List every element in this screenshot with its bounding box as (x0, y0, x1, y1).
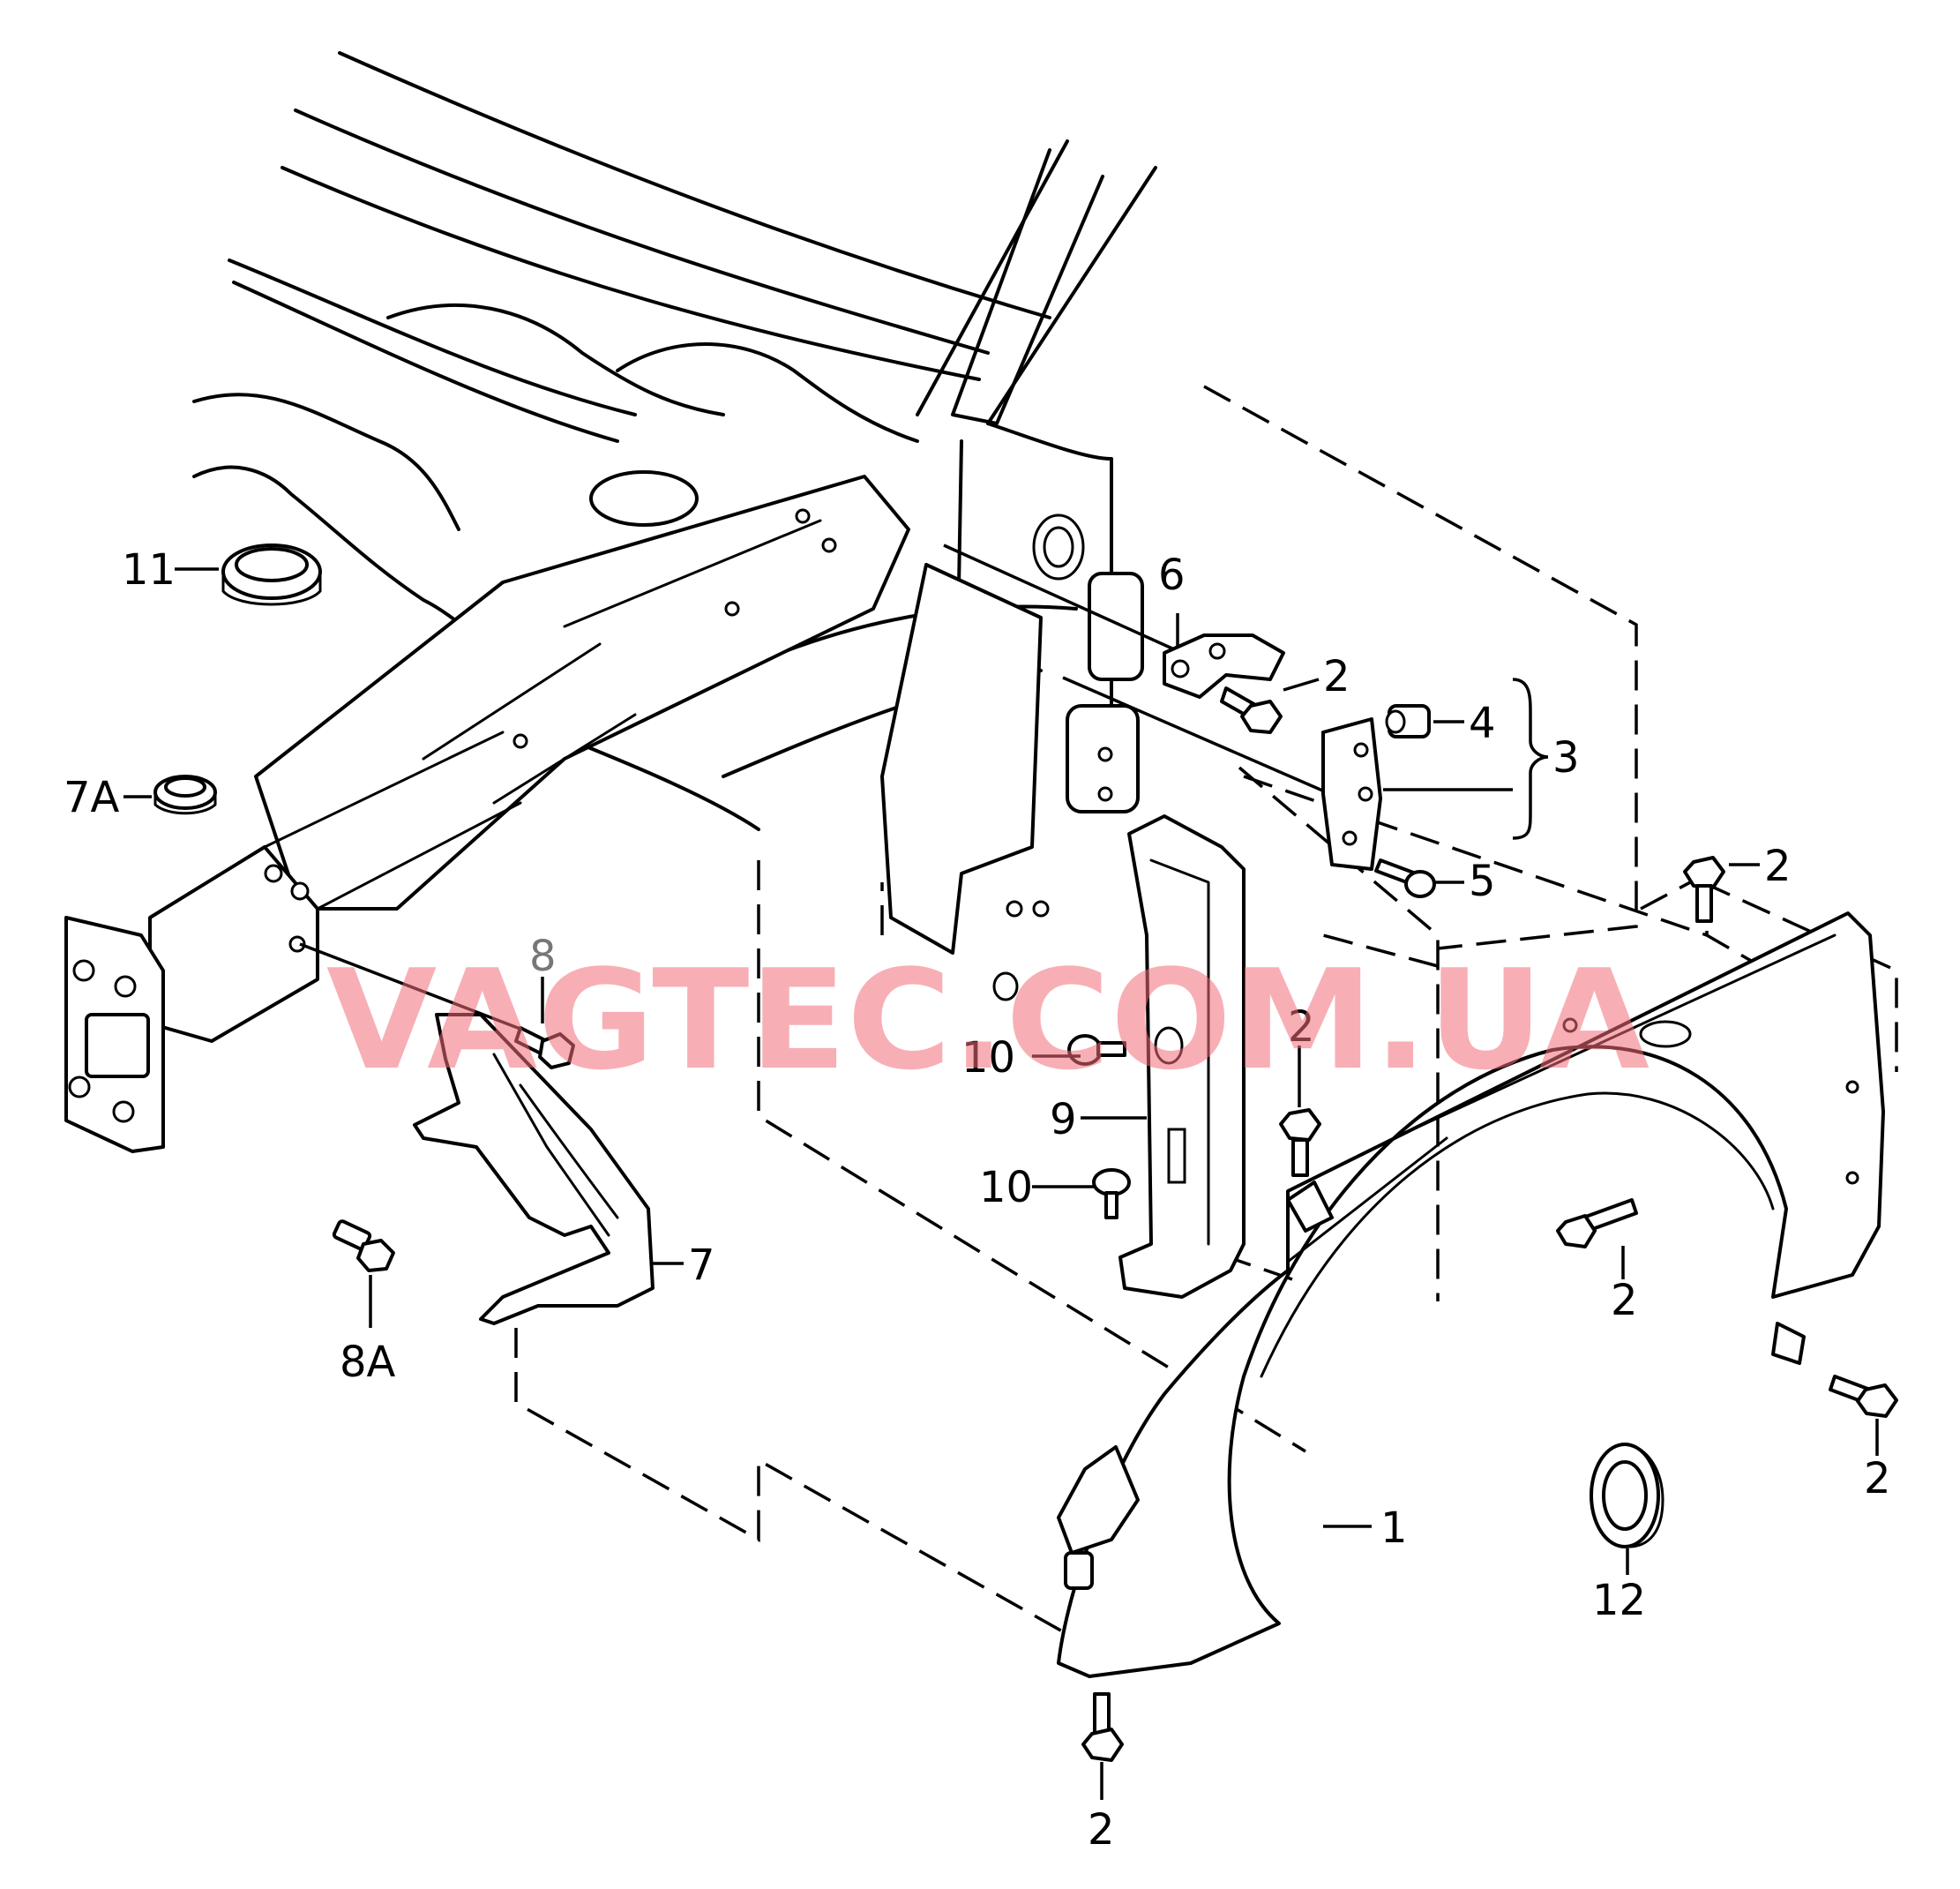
callout-8: 8 (529, 932, 557, 981)
callout-5: 5 (1469, 857, 1496, 906)
callout-2: 2 (1611, 1276, 1638, 1325)
bolt-icon (1556, 1198, 1638, 1248)
bolt-icon (514, 1026, 575, 1069)
bolt-icon (1220, 686, 1283, 734)
air-deflector-7 (413, 1013, 655, 1325)
callout-8a: 8A (340, 1338, 396, 1387)
callout-12: 12 (1592, 1576, 1646, 1625)
clip-nut-icon (1385, 704, 1431, 738)
callout-10: 10 (979, 1163, 1033, 1212)
bolt-icon (1683, 856, 1725, 923)
body-structure (64, 51, 1157, 1153)
clip-icon (1067, 1034, 1126, 1066)
bolt-icon (1081, 1692, 1124, 1762)
bolt-icon (1829, 1375, 1898, 1418)
link-lines (299, 543, 1342, 1034)
callout-7a: 7A (64, 773, 120, 822)
callout-7: 7 (688, 1241, 715, 1290)
callout-1: 1 (1380, 1503, 1408, 1553)
rivet-icon (1374, 858, 1436, 898)
callouts: 11 7A 6 2 4 3 5 2 8 10 2 9 10 7 8A 2 2 1… (64, 545, 1891, 1855)
callout-2: 2 (1088, 1805, 1115, 1855)
brace-3 (1512, 678, 1549, 840)
bracket-3 (1321, 717, 1382, 871)
grommet-icon (153, 775, 217, 815)
callout-10: 10 (961, 1033, 1015, 1083)
watermark: VAGTEC.COM.UA (326, 940, 1650, 1100)
grommet-icon (1590, 1443, 1665, 1548)
callout-2: 2 (1864, 1454, 1891, 1503)
bolt-icon (1279, 1108, 1321, 1177)
callout-4: 4 (1469, 699, 1496, 748)
callout-2: 2 (1764, 842, 1792, 891)
wheel-housing-liner (1057, 911, 1885, 1678)
stud-bolt-icon (332, 1219, 395, 1272)
leader-lines (123, 567, 1879, 1800)
clip-icon (1092, 1168, 1131, 1219)
callout-11: 11 (122, 545, 176, 595)
bracket-6 (1163, 633, 1285, 699)
grommet-icon (221, 543, 322, 606)
air-guide-9 (1118, 814, 1246, 1299)
callout-6: 6 (1158, 551, 1186, 600)
callout-2: 2 (1288, 1002, 1315, 1052)
fasteners (153, 543, 1898, 1762)
callout-2: 2 (1323, 652, 1350, 701)
callout-9: 9 (1050, 1095, 1077, 1144)
callout-3: 3 (1552, 733, 1580, 783)
